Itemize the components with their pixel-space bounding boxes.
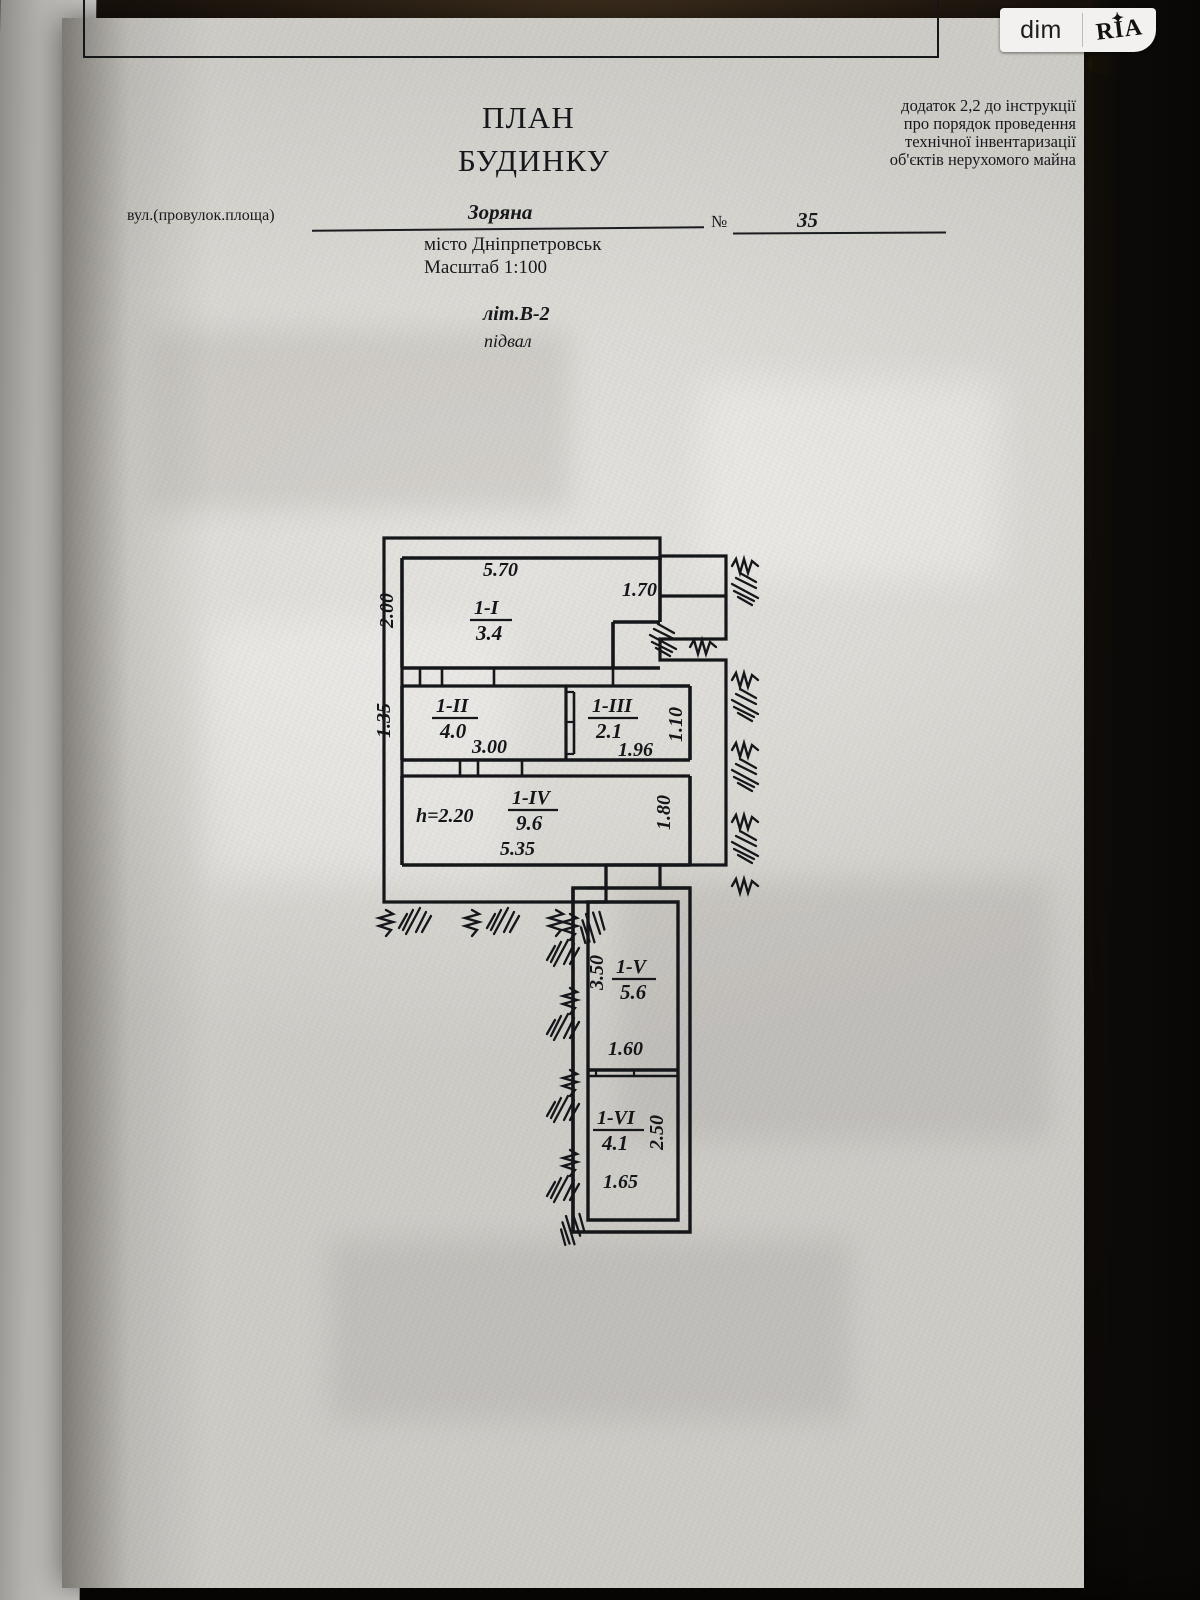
notch-dimension-label: 1.70 <box>622 579 657 601</box>
room6-area: 4.1 <box>601 1131 628 1155</box>
room1-area: 3.4 <box>475 621 502 645</box>
room3-height-label: 1.10 <box>665 707 687 742</box>
room4-height-label: 1.80 <box>653 795 675 830</box>
book-gutter-shadow <box>62 18 212 1588</box>
room1-width-label: 5.70 <box>483 559 518 581</box>
city-value: місто Дніпрпетровськ <box>424 234 602 255</box>
room1-id: 1-I <box>474 597 500 619</box>
street-field-label: вул.(провулок.площа) <box>127 207 275 224</box>
house-number-value: 35 <box>797 208 818 232</box>
instruction-note-line2: про порядок проведення <box>903 114 1076 133</box>
plan-title-line2: БУДИНКУ <box>458 143 610 178</box>
room6-width-label: 1.65 <box>603 1171 638 1193</box>
room5-height-label: 3.50 <box>586 955 608 991</box>
room2-area: 4.0 <box>439 719 467 743</box>
watermark-dim-text: dim <box>1020 15 1062 44</box>
room2-height-label: 1.35 <box>373 703 395 738</box>
street-value: Зоряна <box>468 200 533 224</box>
room5-id: 1-V <box>616 956 648 978</box>
room4-area: 9.6 <box>516 811 543 835</box>
instruction-note-line4: об'єктів нерухомого майна <box>889 150 1076 169</box>
watermark: dim ✦ RIA <box>1000 8 1156 52</box>
exterior-hatching <box>377 557 760 1251</box>
document-page <box>62 18 1084 1588</box>
form-border-frame <box>83 0 939 58</box>
building-level: підвал <box>484 331 532 351</box>
building-literal: літ.В-2 <box>483 303 550 325</box>
instruction-note-line1: додаток 2,2 до інструкції <box>901 96 1076 115</box>
room2-id: 1-II <box>436 695 469 717</box>
watermark-divider <box>1082 13 1083 47</box>
scale-value: Масштаб 1:100 <box>424 257 548 278</box>
room6-id: 1-VI <box>597 1107 636 1129</box>
background-shadow-right <box>1092 0 1200 1600</box>
watermark-ria-text: ✦ RIA <box>1082 9 1156 48</box>
room2-width-label: 3.00 <box>471 736 507 758</box>
room5-area: 5.6 <box>620 980 647 1004</box>
room6-height-label: 2.50 <box>646 1115 668 1151</box>
instruction-note-line3: технічної інвентаризації <box>905 132 1076 151</box>
room3-area: 2.1 <box>595 719 622 743</box>
room4-id: 1-IV <box>512 787 551 809</box>
paper-texture <box>62 18 1084 1588</box>
ceiling-height-note: h=2.20 <box>416 805 474 827</box>
room4-width-label: 5.35 <box>500 838 535 860</box>
room3-id: 1-III <box>592 695 633 717</box>
room3-width-label: 1.96 <box>618 739 653 761</box>
star-icon: ✦ <box>1110 9 1127 28</box>
room5-width-label: 1.60 <box>608 1038 643 1060</box>
floor-plan-drawing: 5.70 2.00 1-I 3.4 1.70 1.35 1-II 4.0 3.0… <box>373 536 760 1251</box>
plan-title-line1: ПЛАН <box>482 100 575 135</box>
number-label: № <box>711 212 728 231</box>
room1-height-label: 2.00 <box>376 593 398 629</box>
